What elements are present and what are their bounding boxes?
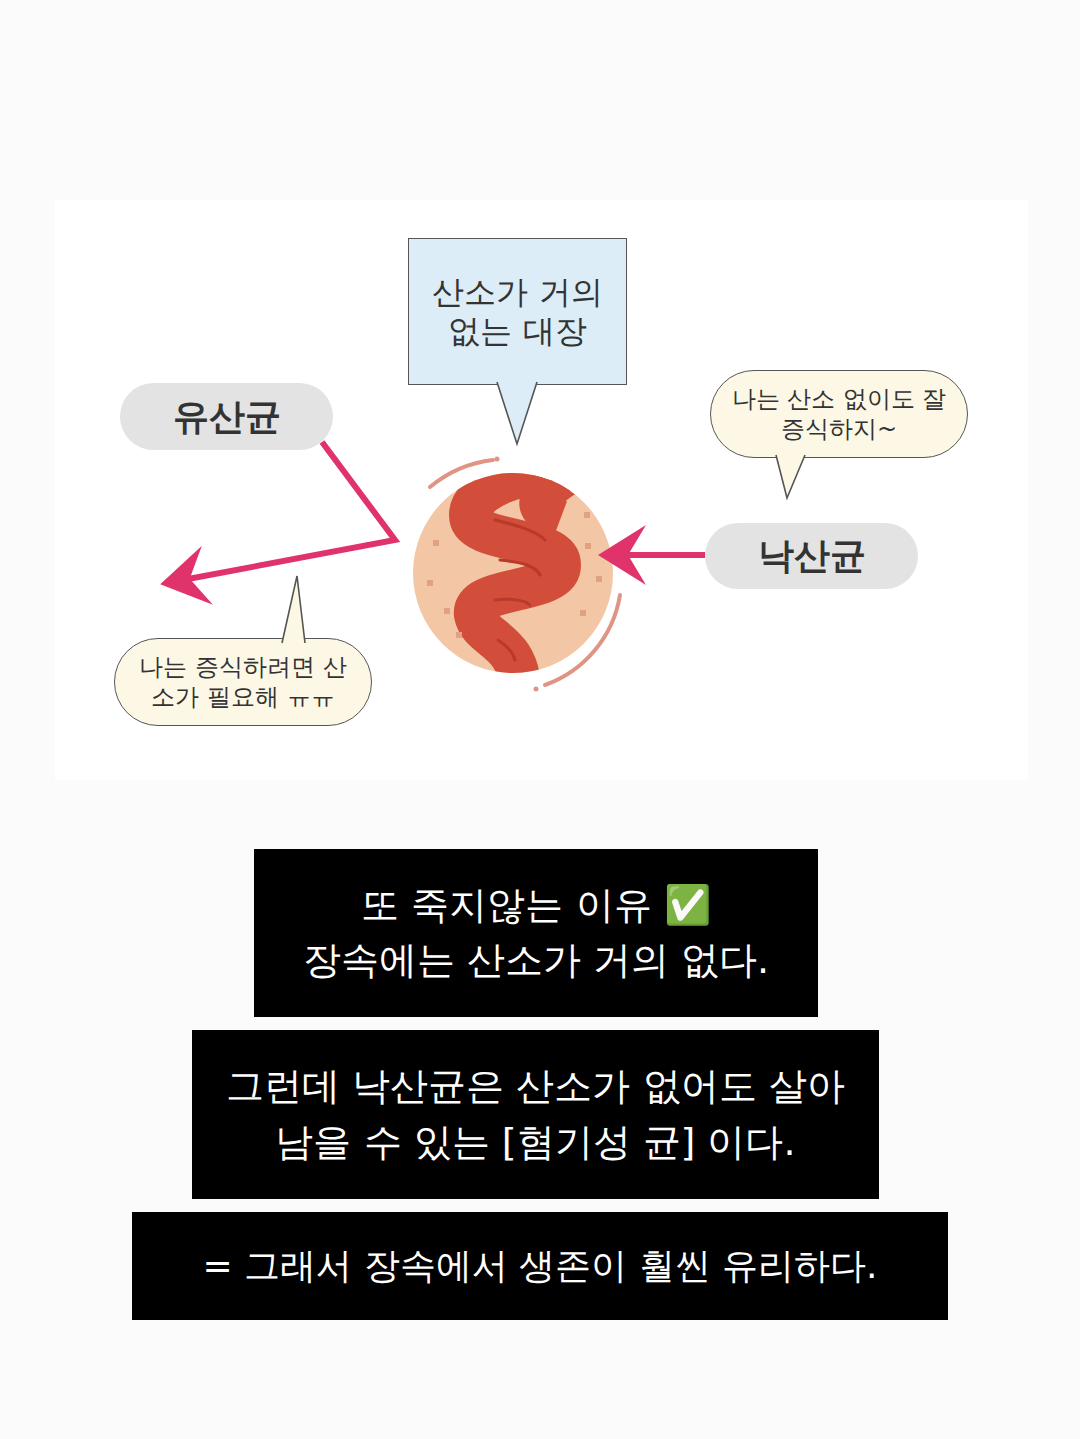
- bacteria-pill: 유산균: [120, 383, 333, 450]
- node-text: 나는 증식하려면 산소가 필요해 ㅠㅠ: [135, 652, 351, 712]
- caption-box: 또 죽지않는 이유 ✅장속에는 산소가 거의 없다.: [254, 849, 818, 1017]
- colon-illustration: [413, 457, 620, 692]
- node-text: 나는 산소 없이도 잘 증식하지~: [731, 384, 947, 444]
- callout-tails: [0, 0, 1080, 800]
- node-text: 또 죽지않는 이유 ✅: [361, 878, 710, 933]
- speech-bubble: 나는 산소 없이도 잘 증식하지~: [710, 370, 968, 458]
- caption-box: = 그래서 장속에서 생존이 훨씬 유리하다.: [132, 1212, 948, 1320]
- enter-arrow: [610, 552, 705, 558]
- bacteria-pill: 낙산균: [705, 523, 918, 589]
- callout-box: 산소가 거의 없는 대장: [408, 238, 627, 385]
- bounce-arrow: [172, 442, 395, 582]
- card-panel: [55, 200, 1028, 780]
- caption-box: 그런데 낙산균은 산소가 없어도 살아남을 수 있는 [혐기성 균] 이다.: [192, 1030, 879, 1199]
- node-text: = 그래서 장속에서 생존이 훨씬 유리하다.: [203, 1243, 878, 1290]
- node-text: 그런데 낙산균은 산소가 없어도 살아남을 수 있는 [혐기성 균] 이다.: [216, 1059, 855, 1169]
- node-text: 장속에는 산소가 거의 없다.: [303, 933, 769, 988]
- node-text: 낙산균: [758, 534, 866, 577]
- speech-bubble: 나는 증식하려면 산소가 필요해 ㅠㅠ: [114, 638, 372, 726]
- node-text: 산소가 거의 없는 대장: [419, 273, 616, 350]
- node-text: 유산균: [173, 395, 281, 438]
